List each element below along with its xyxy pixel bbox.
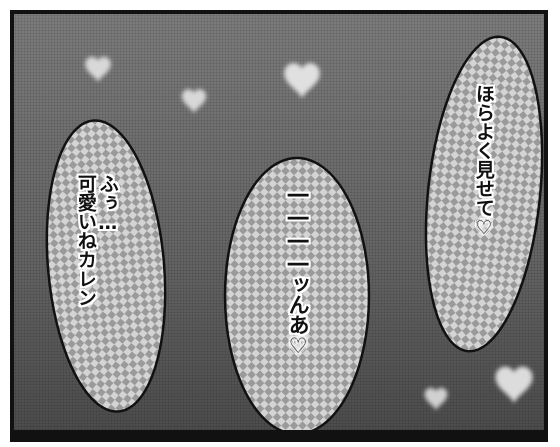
- speech-bubble-right: [424, 35, 544, 353]
- heart-icon: [424, 387, 448, 411]
- dialogue-right-line1: ほらよく見せて♡: [472, 84, 495, 239]
- dialogue-left-line1: ふぅ…: [96, 174, 119, 234]
- speech-bubble-left: [45, 119, 167, 413]
- manga-panel: ふぅ… 可愛いねカレン ――――ッんあ♡ ほらよく見せて♡: [10, 10, 548, 442]
- dialogue-middle-line1: ――――ッんあ♡: [286, 182, 311, 357]
- dialogue-left-line2: 可愛いねカレン: [74, 174, 97, 307]
- dialogue-middle: ――――ッんあ♡: [286, 182, 310, 357]
- dialogue-right: ほらよく見せて♡: [472, 84, 495, 239]
- heart-icon: [85, 56, 111, 83]
- panel-bottom-edge: [14, 430, 544, 438]
- dialogue-left: ふぅ… 可愛いねカレン: [74, 174, 119, 307]
- heart-icon: [284, 63, 320, 99]
- heart-icon: [181, 89, 207, 114]
- heart-icon: [495, 366, 533, 404]
